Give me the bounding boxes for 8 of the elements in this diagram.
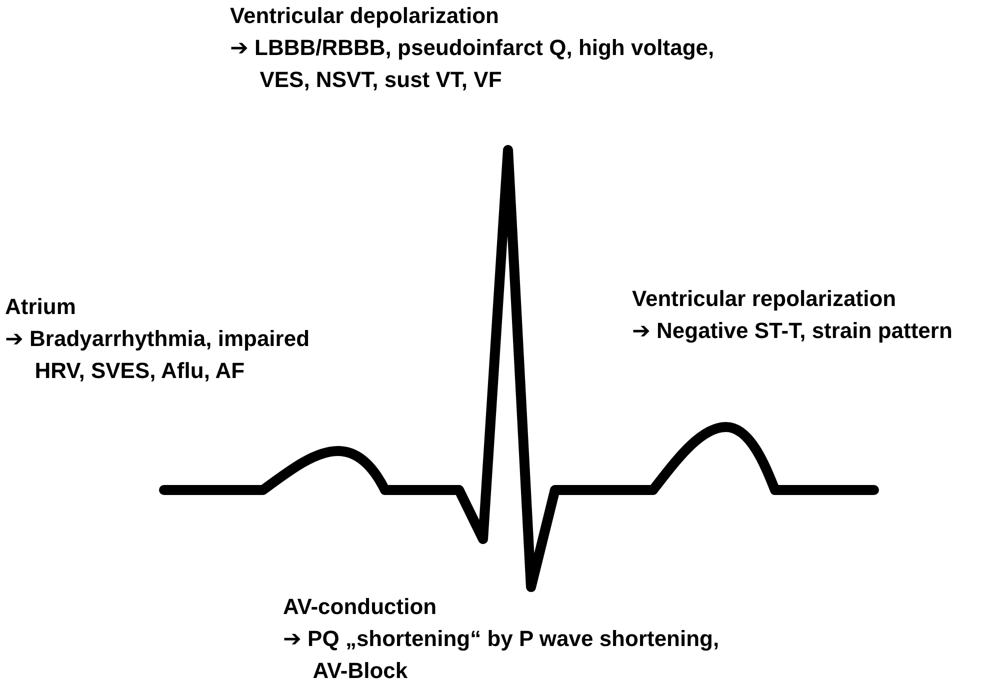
finding-text: ➔ Bradyarrhythmia, impaired HRV, SVES, Aflu, AF [5,325,311,385]
finding-text: ➔ LBBB/RBBB, pseudoinfarct Q, high voltage, VES, NSVT, sust VT, VF [230,34,716,94]
section-heading: Ventricular repolarization [632,285,896,313]
section-heading: AV-conduction [283,593,437,621]
finding-text: ➔ PQ „shortening“ by P wave shortening, AV-Block [283,625,720,685]
finding-text: ➔ Negative ST-T, strain pattern [632,317,954,345]
section-heading: Atrium [5,293,76,321]
section-heading: Ventricular depolarization [230,2,499,30]
